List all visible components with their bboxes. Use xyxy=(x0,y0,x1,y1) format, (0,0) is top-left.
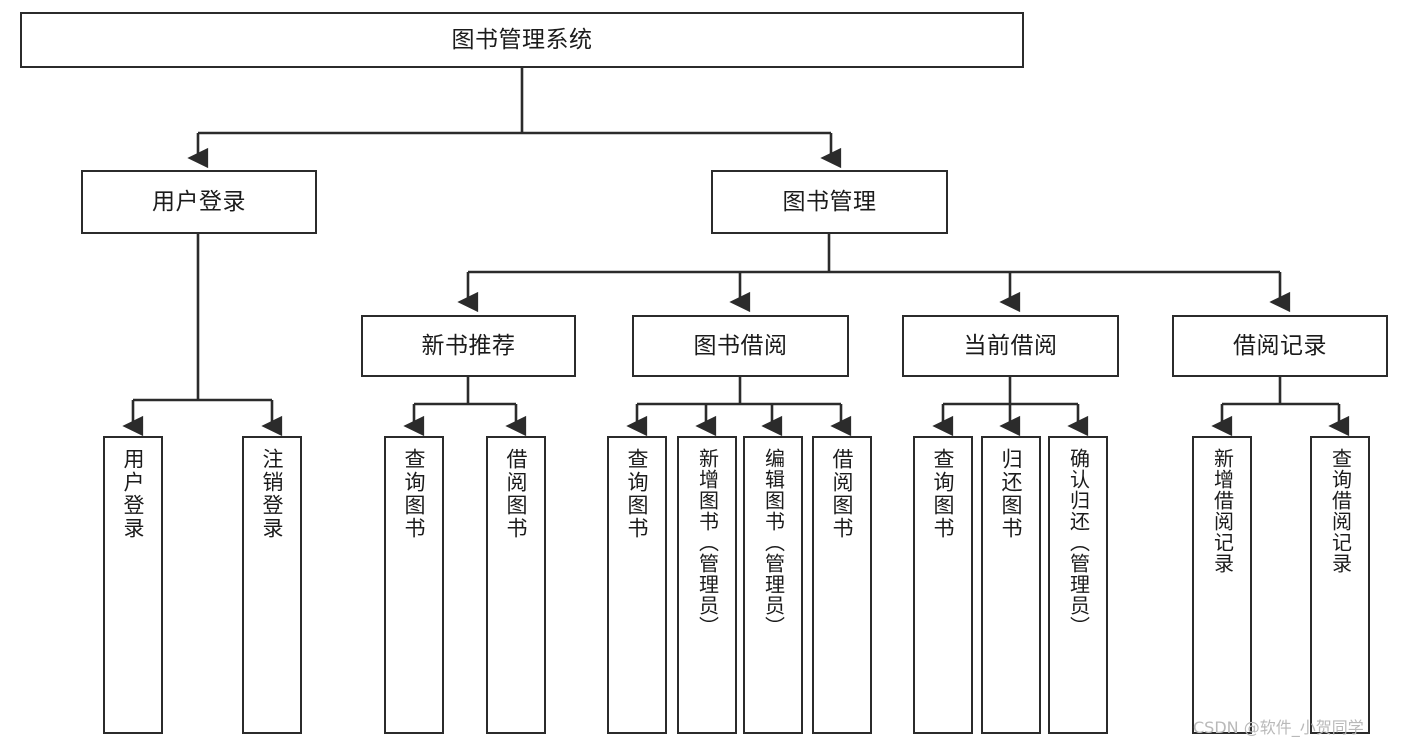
leaf-recommend-query-book[interactable]: 查询图书 xyxy=(384,436,444,734)
node-borrow-record[interactable]: 借阅记录 xyxy=(1172,315,1388,377)
node-label: 新书推荐 xyxy=(421,332,516,359)
node-label: 查询图书 xyxy=(402,448,427,540)
node-label: 新增借阅记录 xyxy=(1210,448,1235,574)
node-root-system[interactable]: 图书管理系统 xyxy=(20,12,1024,68)
leaf-record-add-record[interactable]: 新增借阅记录 xyxy=(1192,436,1252,734)
node-label: 查询借阅记录 xyxy=(1328,448,1353,574)
node-book-management[interactable]: 图书管理 xyxy=(711,170,948,234)
node-label: 借阅记录 xyxy=(1233,332,1327,359)
node-current-borrow[interactable]: 当前借阅 xyxy=(902,315,1119,377)
node-label: 编辑图书（管理员） xyxy=(761,448,786,637)
leaf-current-confirm-return-admin[interactable]: 确认归还（管理员） xyxy=(1048,436,1108,734)
node-label: 借阅图书 xyxy=(504,448,529,540)
node-label: 归还图书 xyxy=(999,448,1024,540)
leaf-borrow-add-book-admin[interactable]: 新增图书（管理员） xyxy=(677,436,737,734)
node-label: 确认归还（管理员） xyxy=(1066,448,1091,637)
node-label: 借阅图书 xyxy=(830,448,855,540)
node-label: 新增图书（管理员） xyxy=(695,448,720,637)
node-label: 查询图书 xyxy=(625,448,650,540)
node-label: 用户登录 xyxy=(152,188,246,215)
leaf-record-query-record[interactable]: 查询借阅记录 xyxy=(1310,436,1370,734)
node-book-borrow[interactable]: 图书借阅 xyxy=(632,315,849,377)
node-user-login[interactable]: 用户登录 xyxy=(81,170,317,234)
leaf-user-login-logout[interactable]: 注销登录 xyxy=(242,436,302,734)
node-label: 用户登录 xyxy=(121,448,146,540)
node-label: 注销登录 xyxy=(260,448,285,540)
leaf-borrow-edit-book-admin[interactable]: 编辑图书（管理员） xyxy=(743,436,803,734)
node-label: 图书管理系统 xyxy=(451,26,593,53)
leaf-borrow-query-book[interactable]: 查询图书 xyxy=(607,436,667,734)
leaf-recommend-borrow-book[interactable]: 借阅图书 xyxy=(486,436,546,734)
leaf-current-query-book[interactable]: 查询图书 xyxy=(913,436,973,734)
leaf-current-return-book[interactable]: 归还图书 xyxy=(981,436,1041,734)
node-new-book-recommend[interactable]: 新书推荐 xyxy=(361,315,576,377)
leaf-user-login-login[interactable]: 用户登录 xyxy=(103,436,163,734)
node-label: 图书管理 xyxy=(782,188,877,215)
leaf-borrow-borrow-book[interactable]: 借阅图书 xyxy=(812,436,872,734)
node-label: 查询图书 xyxy=(931,448,956,540)
node-label: 当前借阅 xyxy=(963,332,1058,359)
node-label: 图书借阅 xyxy=(693,332,788,359)
csdn-watermark: CSDN @软件_小贺同学 xyxy=(1193,718,1364,737)
